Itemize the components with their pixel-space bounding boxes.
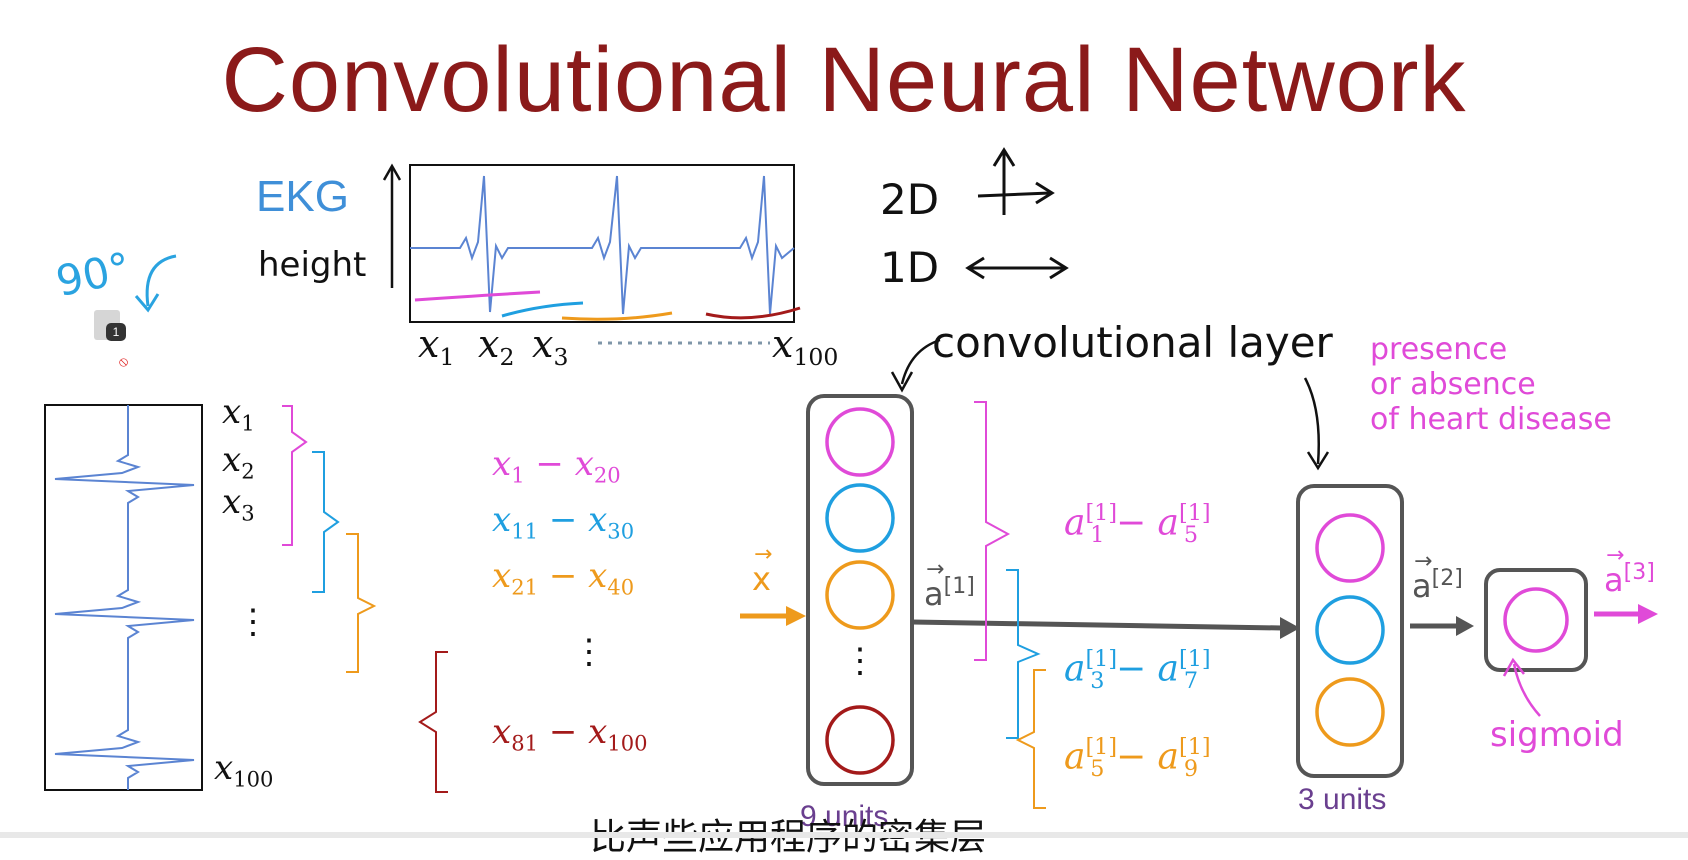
conv-layer-box: [806, 394, 914, 786]
brace-activation-1: [974, 401, 1011, 661]
left-ekg-frame: [44, 404, 203, 791]
conv-unit-circle: [825, 560, 895, 630]
top-x2-label: x2: [478, 322, 515, 372]
a2-arrow-head: [1456, 616, 1474, 636]
notification-count-badge: 1: [106, 323, 126, 341]
activation-range-3: a[1]5 − a[1]9: [1064, 734, 1211, 783]
conv-layer-ellipsis: ⋮: [843, 641, 877, 681]
brace-window-2: [312, 451, 340, 593]
a1-arrow-head: [1280, 617, 1300, 639]
window-range-1: x1 − x20: [492, 444, 621, 488]
input-arrow-head: [786, 606, 806, 626]
conv-units-label: 9 units: [800, 800, 889, 833]
conv-unit-circle: [825, 483, 895, 553]
left-x3-label: x3: [222, 482, 255, 526]
layer2-unit-circle: [1315, 677, 1385, 747]
layer2-box: [1296, 484, 1404, 778]
left-ellipsis: ⋮: [236, 602, 270, 642]
brace-window-1: [282, 405, 308, 546]
layer2-unit-circle: [1315, 513, 1385, 583]
slide: Convolutional Neural Network: [0, 29, 1688, 857]
activation-range-1: a[1]1 − a[1]5: [1064, 500, 1211, 549]
left-ekg-trace: [54, 405, 195, 790]
blocked-icon: ⦸: [119, 354, 129, 370]
window-mark-4: [705, 306, 801, 320]
top-x1-label: x1: [418, 322, 455, 372]
conv-layer-label: convolutional layer: [932, 318, 1333, 367]
conv-unit-circle: [825, 705, 895, 775]
window-ellipsis: ⋮: [572, 632, 606, 672]
rotate-arrow: [145, 254, 177, 307]
top-ekg-trace: [410, 175, 795, 315]
activation-range-2: a[1]3 − a[1]7: [1064, 646, 1211, 695]
conv-unit-circle: [825, 407, 895, 477]
top-ekg-frame: [409, 164, 795, 323]
layer2-label-arrow: [1303, 377, 1321, 465]
window-mark-3: [561, 311, 673, 321]
input-vector-label: →x: [752, 542, 773, 598]
presence-line-1: presence: [1370, 332, 1508, 367]
dim-1d-label: 1D: [880, 243, 940, 292]
layer2-units-label: 3 units: [1298, 783, 1387, 816]
ekg-label: EKG: [256, 172, 349, 221]
window-mark-2: [501, 301, 584, 318]
left-x100-label: x100: [214, 748, 274, 792]
window-range-2: x11 − x30: [492, 500, 635, 544]
brace-activation-3: [1015, 669, 1046, 809]
layer2-unit-circle: [1315, 595, 1385, 665]
top-x3-label: x3: [532, 322, 569, 372]
top-x100-label: x100: [772, 322, 839, 372]
window-range-3: x21 − x40: [492, 556, 635, 600]
a1-vector-label: →a[1]: [924, 556, 975, 613]
left-x1-label: x1: [222, 392, 255, 436]
a2-vector-label: →a[2]: [1412, 548, 1463, 605]
output-box: [1484, 568, 1588, 672]
sigmoid-label: sigmoid: [1490, 715, 1624, 755]
video-bottom-bar: [0, 832, 1688, 838]
left-x2-label: x2: [222, 440, 255, 484]
arrow-2d-horizontal: [977, 191, 1051, 198]
presence-label: presence or absence of heart disease: [1370, 332, 1612, 437]
presence-line-2: or absence: [1370, 367, 1536, 402]
a3-vector-label: →a[3]: [1604, 542, 1655, 599]
window-range-last: x81 − x100: [492, 712, 648, 756]
height-arrow-head: [382, 163, 402, 181]
rotate-arrow-head: [134, 293, 160, 313]
height-label: height: [258, 245, 367, 285]
brace-window-last: [418, 651, 448, 793]
brace-window-3: [346, 533, 377, 673]
output-unit-circle: [1503, 587, 1569, 653]
slide-title: Convolutional Neural Network: [221, 29, 1467, 131]
brace-activation-2: [1006, 569, 1041, 739]
presence-line-3: of heart disease: [1370, 402, 1612, 437]
diagram-canvas: ⋮: [44, 147, 1658, 809]
conv-label-arrow: [900, 338, 941, 385]
a1-arrow: [911, 619, 1283, 631]
a3-arrow-head: [1638, 604, 1658, 624]
sigmoid-arrow: [1512, 663, 1541, 717]
dim-2d-label: 2D: [880, 175, 940, 224]
window-mark-1: [414, 290, 541, 302]
